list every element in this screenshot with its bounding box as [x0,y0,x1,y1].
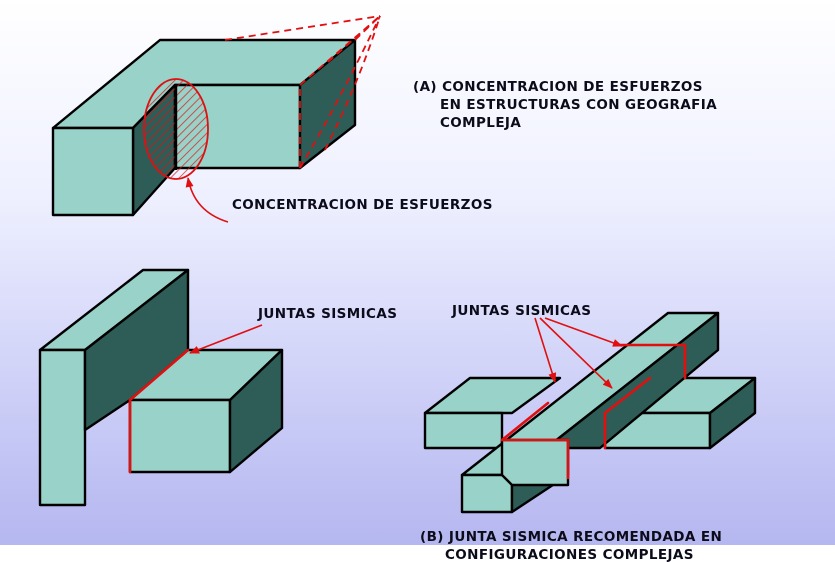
label-b-line2: CONFIGURACIONES COMPLEJAS [445,547,694,562]
label-a-line3: COMPLEJA [440,115,522,131]
t-seismic-joint [128,348,190,474]
label-a-line2: EN ESTRUCTURAS CON GEOGRAFIA [440,97,718,113]
deformation-dashed-lines [224,15,381,169]
label-joints-right: JUNTAS SISMICAS [452,303,592,319]
cross-seismic-joints [500,343,687,480]
cross-left-arm-front [423,411,504,450]
cross-configuration [423,311,757,514]
cross-right-arm-side [708,376,757,450]
cross-main-bar-front [460,473,514,514]
bottom-white-band [0,545,835,562]
t-configuration [38,268,284,507]
joints-right-arrows [534,317,623,389]
label-concentration: CONCENTRACION DE ESFUERZOS [232,197,493,213]
lower-block-side [228,348,284,474]
label-a-line1: (A) CONCENTRACION DE ESFUERZOS [413,79,703,95]
cross-center-front [500,438,570,487]
joints-left-arrow [189,324,263,354]
label-joints-left: JUNTAS SISMICAS [258,306,398,322]
lower-block-front [128,398,232,474]
label-b-line1: (B) JUNTA SISMICA RECOMENDADA EN [420,529,723,545]
l-building-wing1-front [51,126,135,217]
cross-left-arm-top [423,376,562,415]
concentration-arrow [185,177,229,223]
tall-wall-front [38,348,87,507]
